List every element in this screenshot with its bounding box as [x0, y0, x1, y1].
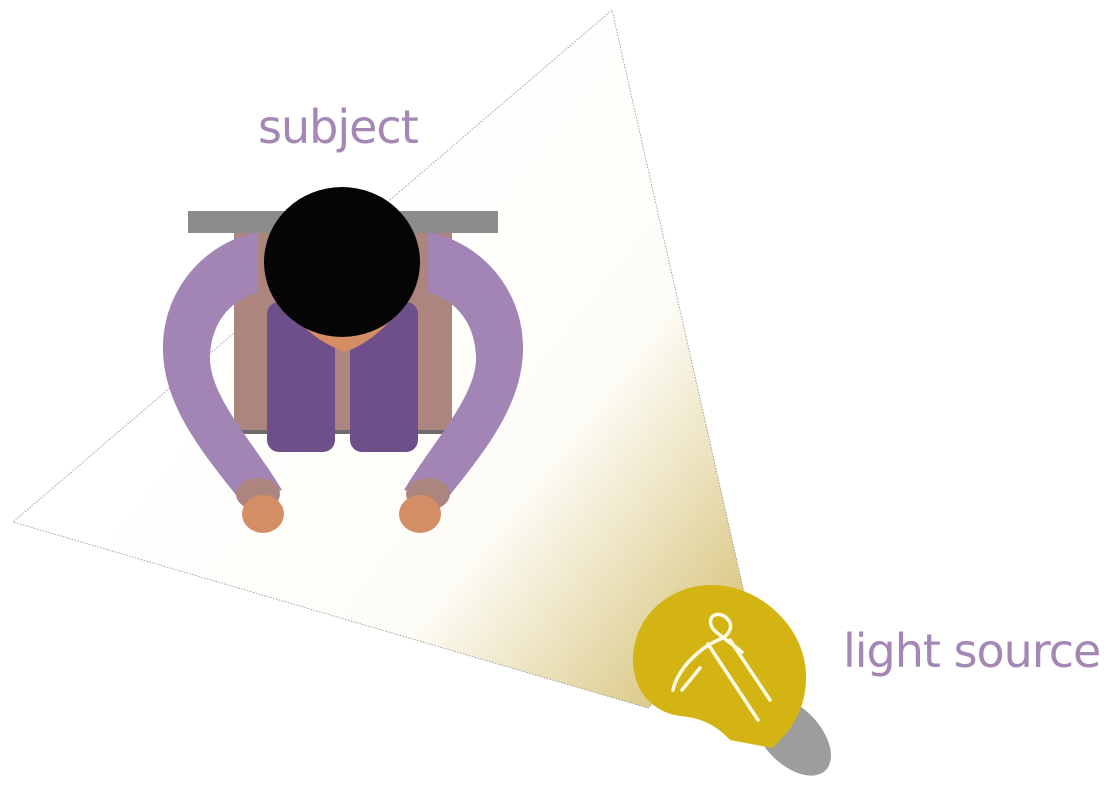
- person-top-view-icon: [162, 187, 524, 533]
- light-bulb-icon: [633, 585, 831, 776]
- bulb-glass: [633, 585, 807, 748]
- right-hand: [399, 495, 441, 533]
- filament: [671, 612, 772, 722]
- left-arm: [162, 232, 282, 500]
- head-hair: [264, 187, 420, 337]
- subject-label: subject: [258, 100, 419, 154]
- left-hand: [242, 495, 284, 533]
- light-source-label: light source: [843, 624, 1101, 678]
- right-arm: [404, 232, 524, 500]
- vest-left: [267, 302, 335, 452]
